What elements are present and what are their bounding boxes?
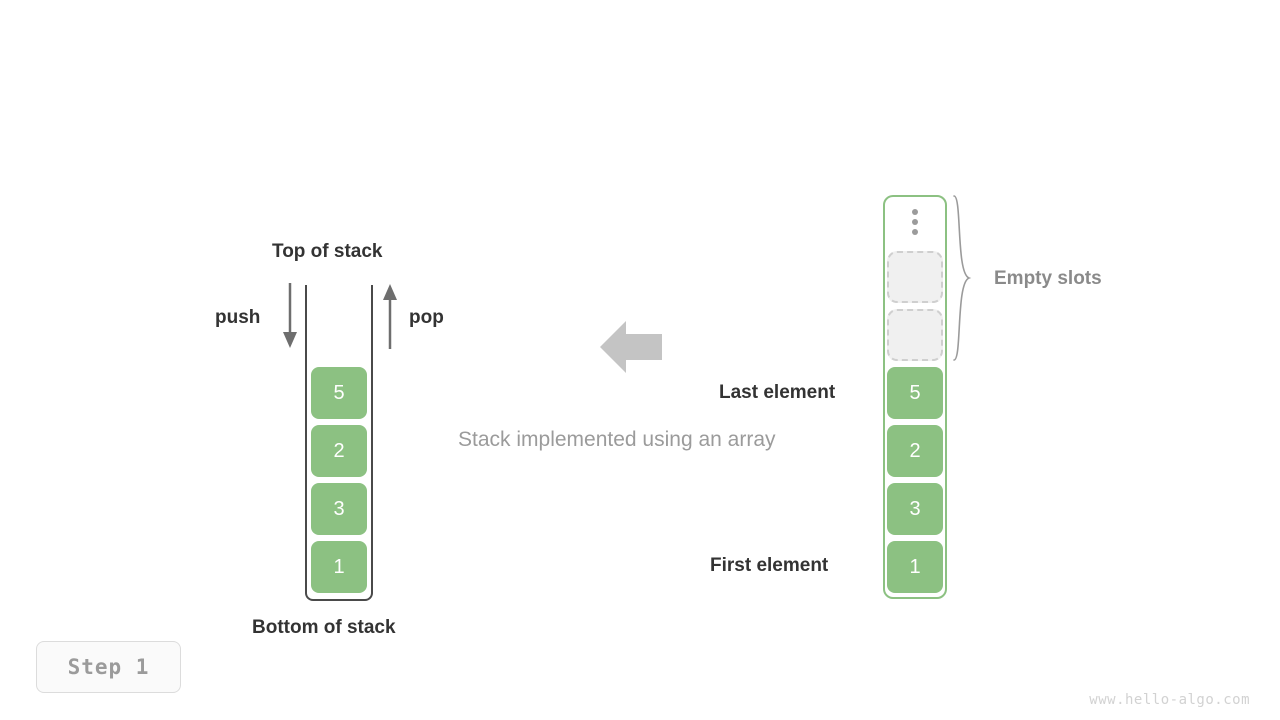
last-element-label: Last element xyxy=(719,382,836,403)
push-label: push xyxy=(215,307,261,328)
array-empty-slot xyxy=(887,309,943,361)
push-arrow-icon xyxy=(283,283,297,348)
array-empty-slot xyxy=(887,251,943,303)
array-block: 3 xyxy=(887,483,943,535)
array-block: 1 xyxy=(887,541,943,593)
array-block: 5 xyxy=(887,367,943,419)
first-element-label: First element xyxy=(710,555,829,576)
empty-slots-brace-icon xyxy=(953,195,972,361)
stack-block: 1 xyxy=(311,541,367,593)
top-of-stack-label: Top of stack xyxy=(272,241,383,262)
stack-block: 5 xyxy=(311,367,367,419)
center-caption: Stack implemented using an array xyxy=(458,428,776,451)
empty-slots-label: Empty slots xyxy=(994,268,1102,289)
stack-block-list: 5 2 3 1 xyxy=(311,367,367,593)
step-badge: Step 1 xyxy=(36,641,181,693)
stack-container: 5 2 3 1 xyxy=(305,285,373,601)
watermark: www.hello-algo.com xyxy=(1089,692,1250,708)
pop-label: pop xyxy=(409,307,444,328)
stack-block: 2 xyxy=(311,425,367,477)
stack-block: 3 xyxy=(311,483,367,535)
array-cell-list: 5 2 3 1 xyxy=(887,199,943,593)
vertical-ellipsis-icon xyxy=(887,199,943,245)
bottom-of-stack-label: Bottom of stack xyxy=(252,617,396,638)
pop-arrow-icon xyxy=(383,284,397,349)
array-container: 5 2 3 1 xyxy=(883,195,947,599)
left-arrow-icon xyxy=(600,321,662,373)
array-block: 2 xyxy=(887,425,943,477)
